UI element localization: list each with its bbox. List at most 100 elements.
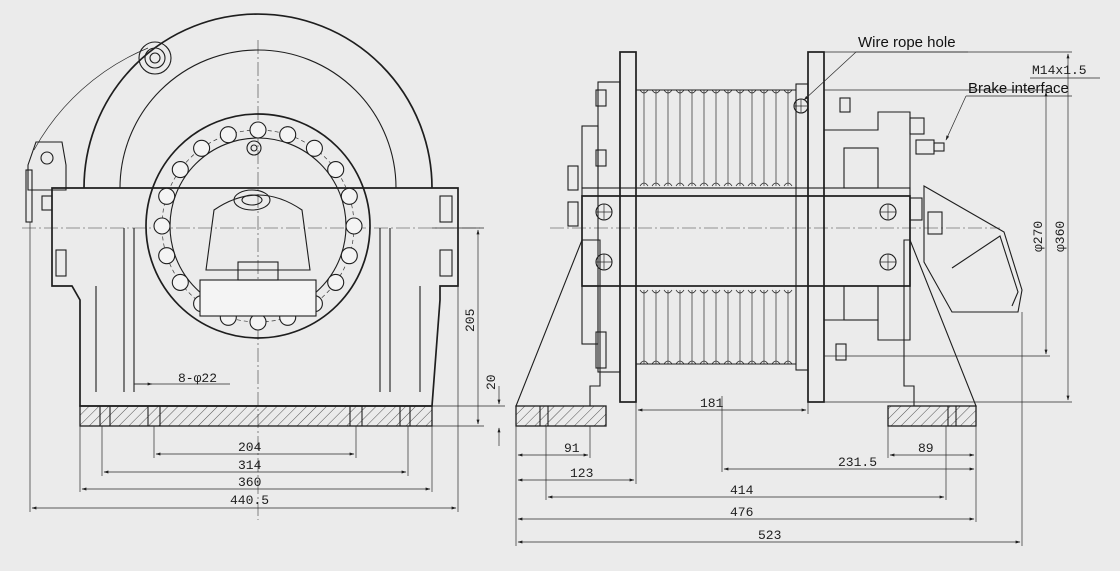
side-extension-lines: [515, 312, 1023, 546]
side-right-hub: [795, 83, 809, 371]
motor-side-bolt: [927, 211, 943, 235]
gearbox-lower-cap: [843, 285, 879, 321]
cross-member: [581, 195, 911, 287]
motor-top-fitting: [246, 140, 262, 156]
brake-interface-callout: Brake interface: [945, 80, 1072, 141]
flange-bolt-hole: [171, 273, 189, 291]
frame-bolts-right: [439, 195, 453, 277]
dim-123-text: 123: [570, 466, 593, 481]
dim-414: 414: [547, 483, 945, 499]
rope-groove: [651, 289, 661, 365]
front-base-plate: [79, 405, 433, 427]
dim-181: 181: [637, 396, 807, 412]
left-bracket-rod: [25, 169, 33, 223]
motor-side-port: [951, 235, 1019, 307]
thread-label: M14x1.5: [1032, 63, 1087, 78]
dim-20: 20: [432, 374, 505, 446]
rope-groove: [675, 289, 685, 365]
rope-groove: [747, 89, 757, 187]
flange-bolt-hole: [171, 161, 189, 179]
drum-inner-arc: [119, 49, 397, 189]
left-flange-bolt-top: [595, 89, 607, 107]
brake-interface-label: Brake interface: [968, 80, 1069, 97]
flange-bolt-hole: [249, 121, 267, 139]
dim-314: 314: [103, 458, 407, 474]
rope-groove: [759, 89, 769, 187]
guide-arc: [33, 47, 149, 151]
dim-123: 123: [517, 466, 635, 482]
rope-groove: [771, 89, 781, 187]
side-right-foot: [887, 405, 977, 427]
side-foot-holes: [539, 406, 957, 426]
flange-bolt-hole: [219, 126, 237, 144]
rope-groove: [735, 89, 745, 187]
dia-360-text: φ360: [1053, 221, 1068, 252]
drum-housing-arc: [83, 13, 433, 189]
flange-bolt-hole: [158, 187, 176, 205]
dim-dia-360: φ360: [824, 51, 1072, 403]
cross-member-bolts: [595, 203, 897, 271]
flange-bolt-hole: [153, 217, 171, 235]
dim-476-text: 476: [730, 505, 753, 520]
flange-bolt-bottom: [835, 343, 847, 361]
rope-groove: [639, 289, 649, 365]
rope-groove: [771, 289, 781, 365]
rope-groove: [747, 289, 757, 365]
dim-204: 204: [155, 440, 355, 456]
dim-dia-270: φ270: [824, 89, 1050, 357]
dim-476: 476: [517, 505, 975, 521]
rope-groove: [663, 289, 673, 365]
gearbox-side-bolt: [909, 197, 923, 221]
flange-bolt-hole: [279, 126, 297, 144]
cross-member-top: [581, 187, 911, 197]
brake-fitting: [915, 139, 945, 155]
dim-91: 91: [517, 441, 589, 457]
dim-91-text: 91: [564, 441, 580, 456]
thread-callout: M14x1.5: [1030, 63, 1100, 79]
rope-groove: [687, 289, 697, 365]
rope-groove: [735, 289, 745, 365]
rope-groove: [759, 289, 769, 365]
left-bracket-bolt: [40, 151, 54, 165]
side-left-leg: [515, 239, 601, 407]
motor-port-block: [199, 279, 317, 317]
flange-bolt-hole: [305, 139, 323, 157]
holes-callout-text: 8-φ22: [178, 371, 217, 386]
rope-groove: [711, 289, 721, 365]
rope-groove: [687, 89, 697, 187]
rope-groove: [783, 289, 793, 365]
flange-bolt-hole: [327, 273, 345, 291]
dim-231-5-text: 231.5: [838, 455, 877, 470]
left-frame-bolt-top: [567, 165, 579, 191]
flange-bolt-hole: [327, 161, 345, 179]
rope-groove: [699, 289, 709, 365]
flange-bolt-hole: [345, 217, 363, 235]
dim-231-5: 231.5: [723, 455, 975, 471]
gearbox-upper-cap: [843, 147, 879, 189]
side-left-foot: [515, 405, 607, 427]
rope-groove: [711, 89, 721, 187]
front-extension-lines: [29, 222, 459, 512]
holes-callout: 8-φ22: [134, 371, 230, 386]
dim-440-5: 440.5: [31, 493, 457, 510]
rope-groove: [675, 89, 685, 187]
frame-ribs: [123, 228, 391, 392]
side-left-bearing-top: [581, 125, 599, 189]
rope-groove: [783, 89, 793, 187]
drum-flange: [145, 113, 371, 339]
rope-groove: [723, 89, 733, 187]
hydraulic-motor-side: [923, 185, 1023, 313]
drum-rope-grooves: [639, 89, 793, 365]
hydraulic-motor: [199, 189, 317, 317]
dim-20-text: 20: [484, 374, 499, 390]
dim-360: 360: [81, 475, 431, 491]
guide-pulley-inner: [144, 47, 166, 69]
dim-205-text: 205: [463, 309, 478, 332]
dim-314-text: 314: [238, 458, 262, 473]
side-right-leg: [903, 239, 977, 407]
left-flange-bolt-bottom: [595, 331, 607, 369]
motor-valve: [237, 261, 279, 281]
front-view: 8-φ22 205 20 204: [22, 13, 505, 520]
